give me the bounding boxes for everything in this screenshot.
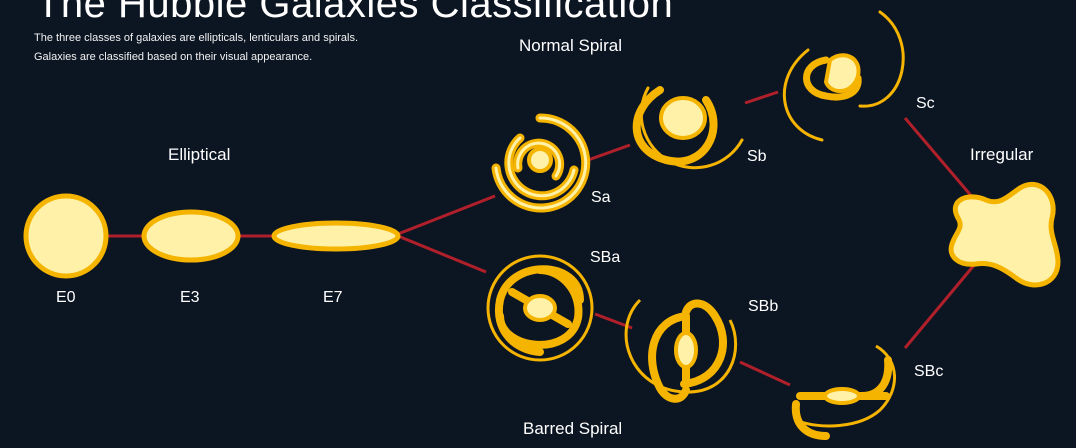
label-sba: SBa [590, 249, 621, 266]
galaxy-e7-shape [271, 220, 401, 252]
label-sbc: SBc [914, 363, 944, 380]
galaxy-sb-shape [632, 86, 744, 170]
heading-elliptical: Elliptical [168, 145, 231, 164]
label-e3: E3 [180, 289, 200, 306]
label-sa: Sa [591, 189, 611, 206]
heading-irregular: Irregular [970, 145, 1034, 164]
subtitle-line-2: Galaxies are classified based on their v… [34, 51, 313, 63]
connector-sbb-sbc [739, 360, 791, 387]
label-e7: E7 [323, 289, 343, 306]
connector-e7-sa [397, 194, 496, 236]
heading-barred-spiral: Barred Spiral [523, 419, 623, 438]
label-sc: Sc [916, 95, 935, 112]
galaxy-sba-shape [486, 254, 594, 362]
connector-sb-sc [744, 90, 779, 105]
connector-sa-sb [587, 143, 631, 162]
galaxy-sbb-shape [624, 298, 738, 403]
label-e0: E0 [56, 289, 76, 306]
label-sb: Sb [747, 148, 767, 165]
label-sbb: SBb [748, 298, 779, 315]
galaxy-irregular-shape [948, 181, 1061, 288]
page-title: The Hubble Galaxies Classification [36, 0, 674, 26]
galaxy-e0-shape [23, 193, 109, 279]
heading-normal-spiral: Normal Spiral [519, 36, 622, 55]
galaxy-sa-shape [491, 113, 591, 213]
subtitle-line-1: The three classes of galaxies are ellipt… [34, 32, 359, 44]
galaxy-sbc-shape [791, 344, 896, 440]
connector-e7-sba [397, 234, 487, 274]
galaxy-sc-shape [782, 10, 905, 142]
connector-sbc-irregular [903, 257, 982, 349]
galaxy-e3-shape [141, 209, 241, 263]
